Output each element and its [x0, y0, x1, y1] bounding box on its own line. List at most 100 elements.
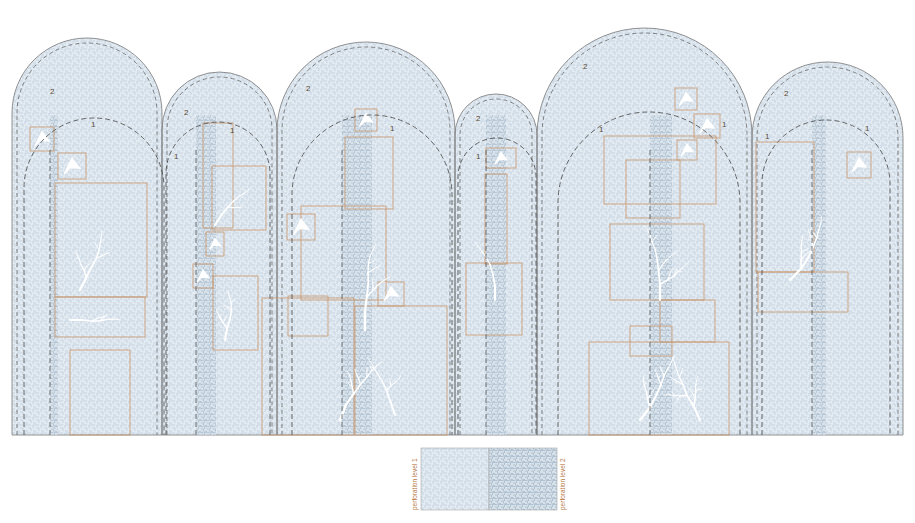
branch-stroke [493, 274, 495, 286]
branch-stroke [696, 389, 699, 391]
branch-stroke [652, 238, 655, 242]
branch-stroke [810, 235, 811, 240]
branch-stroke [801, 236, 803, 241]
branch-stroke [366, 372, 367, 377]
branch-stroke [665, 394, 669, 395]
arch-offset-line [757, 67, 898, 435]
branch-stroke [228, 206, 234, 208]
arch-outline [455, 94, 537, 435]
branch-stroke [679, 382, 684, 385]
frame-outline [55, 183, 147, 297]
branch-stroke [805, 249, 808, 250]
branch-stroke [364, 312, 367, 330]
branch-stroke [84, 267, 86, 270]
dashed-line [50, 150, 51, 435]
branch-stroke [220, 315, 222, 318]
branch-stroke [229, 297, 231, 303]
branch-stroke [658, 379, 660, 385]
branch-stroke [228, 291, 229, 296]
branch-stroke [368, 261, 373, 263]
branch-stroke [657, 374, 658, 379]
arch-offset-line [460, 99, 532, 435]
branch-stroke [675, 363, 677, 369]
perforation-column [342, 115, 372, 435]
branch-stroke [223, 323, 227, 328]
arch-panel [752, 62, 903, 435]
blossom-cutout [681, 144, 693, 156]
branch-stroke [347, 371, 349, 375]
branch-stroke [349, 375, 350, 380]
dashed-arch [558, 112, 740, 435]
frame-outline [675, 88, 697, 110]
branch-stroke [359, 379, 361, 385]
branch-stroke [809, 231, 810, 235]
branch-stroke [233, 207, 238, 208]
branch-stroke [223, 320, 225, 323]
branch-stroke [89, 262, 91, 264]
frame-outline [206, 232, 224, 256]
branch-stroke [679, 373, 681, 378]
branch-stroke [652, 389, 654, 392]
frame-outline [203, 123, 233, 228]
branch-stroke [81, 264, 84, 270]
branch-stroke [377, 362, 382, 366]
branch-stroke [367, 371, 372, 378]
callout-number: 1 [390, 124, 394, 133]
callout-number: 1 [230, 126, 234, 135]
arch-panel [455, 94, 537, 435]
branch-stroke [80, 278, 86, 290]
branch-stroke [669, 271, 670, 275]
branch-stroke [813, 237, 817, 246]
dashed-line [196, 150, 197, 435]
callout-number: 2 [50, 87, 54, 96]
perforation-sample [421, 448, 489, 510]
branch-stroke [100, 240, 103, 243]
arch-panel [537, 28, 752, 435]
branch-stroke [814, 233, 817, 237]
branch-stroke [373, 267, 378, 269]
blossom-cutout [210, 239, 221, 250]
branch-stroke [640, 407, 650, 420]
frame-outline [485, 174, 507, 264]
branch-stroke [77, 258, 80, 260]
branch-stroke [387, 277, 391, 279]
branch-stroke [675, 251, 678, 253]
branch-stroke [801, 250, 805, 252]
branch-stroke [217, 310, 219, 314]
blossom-cutout [495, 152, 507, 164]
branch-stroke [77, 255, 79, 259]
blossom-cutout [64, 158, 80, 174]
branch-stroke [367, 263, 369, 272]
branch-stroke [225, 328, 227, 340]
frame-outline [345, 137, 393, 209]
branch-stroke [696, 383, 699, 385]
branch-stroke [108, 319, 114, 320]
branch-stroke [86, 267, 91, 278]
branch-stroke [646, 392, 647, 399]
branch-stroke [239, 193, 244, 196]
branch-stroke [678, 268, 682, 271]
branch-stroke [675, 381, 678, 383]
branch-stroke [659, 270, 661, 284]
perforation-sample [489, 448, 557, 510]
frame-outline [677, 140, 697, 160]
frame-outline [193, 264, 213, 288]
branch-stroke [660, 280, 668, 284]
branch-stroke [354, 385, 361, 394]
branch-stroke [366, 367, 367, 372]
frame-outline [756, 142, 814, 272]
frame-outline [486, 148, 516, 168]
branch-stroke [659, 284, 661, 300]
dashed-arch [292, 115, 452, 435]
branch-stroke [352, 387, 353, 394]
branch-stroke [655, 235, 657, 238]
branch-stroke [372, 286, 373, 291]
branch-stroke [699, 388, 702, 389]
branch-stroke [356, 374, 358, 379]
branch-stroke [658, 376, 659, 379]
branch-stroke [673, 393, 674, 396]
frame-outline [630, 326, 672, 356]
dashed-arch [24, 118, 164, 435]
branch-stroke [87, 264, 90, 266]
branch-stroke [371, 279, 373, 282]
